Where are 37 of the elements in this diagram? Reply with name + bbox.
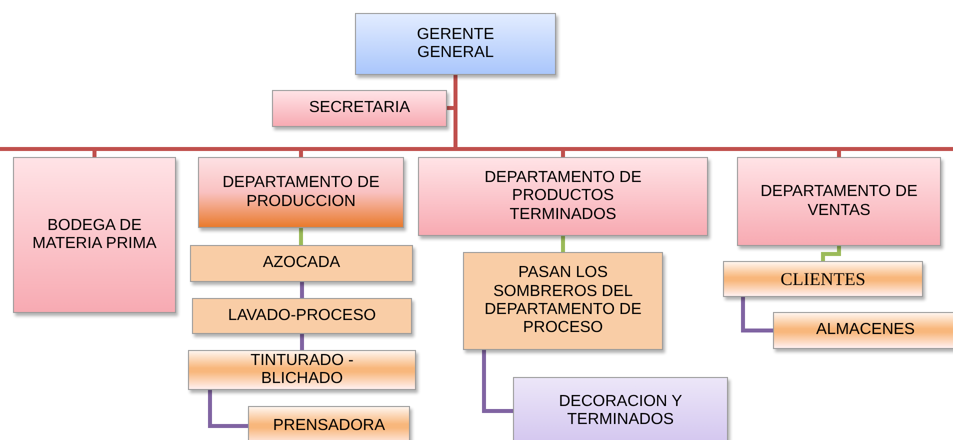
connector-line: [741, 297, 773, 332]
process-box: [773, 312, 953, 349]
connector-line: [482, 350, 513, 413]
department-box: [272, 90, 447, 127]
department-box: [737, 157, 941, 246]
connector-line: [454, 75, 841, 157]
connector-line: [561, 236, 565, 252]
department-box: [13, 157, 176, 313]
node-label: PASAN LOS SOMBREROS DEL DEPARTAMENTO DE PROCESO: [483, 264, 643, 338]
process-box: [190, 245, 413, 282]
manager-box: [355, 13, 556, 75]
connector-line: [300, 334, 304, 350]
process-box: [188, 350, 416, 390]
process-box: [192, 298, 412, 334]
connector-line: [300, 282, 304, 298]
node-label: TINTURADO - BLICHADO: [249, 352, 355, 388]
node-label: PRENSADORA: [272, 416, 386, 436]
department-box: [418, 157, 708, 236]
node-label: BODEGA DE MATERIA PRIMA: [31, 216, 158, 254]
node-label: LAVADO-PROCESO: [228, 306, 376, 326]
node-label: DEPARTAMENTO DE VENTAS: [759, 183, 919, 220]
process-box: [463, 252, 663, 350]
connector-line: [208, 390, 248, 428]
node-label: ALMACENES: [816, 321, 915, 340]
process-box: [723, 261, 923, 297]
node-label: CLIENTES: [780, 268, 866, 290]
node-label: GERENTE GENERAL: [416, 26, 496, 62]
node-label: DEPARTAMENTO DE PRODUCTOS TERMINADOS: [483, 168, 643, 224]
node-label: SECRETARIA: [308, 99, 410, 118]
connector-line: [821, 246, 841, 261]
node-label: DECORACION Y TERMINADOS: [558, 392, 684, 430]
department-box: [198, 157, 404, 228]
node-label: AZOCADA: [262, 254, 340, 273]
node-label: DEPARTAMENTO DE PRODUCCION: [221, 174, 381, 211]
process-box: [248, 406, 410, 440]
connector-line: [299, 228, 303, 245]
process-box: [513, 377, 728, 440]
